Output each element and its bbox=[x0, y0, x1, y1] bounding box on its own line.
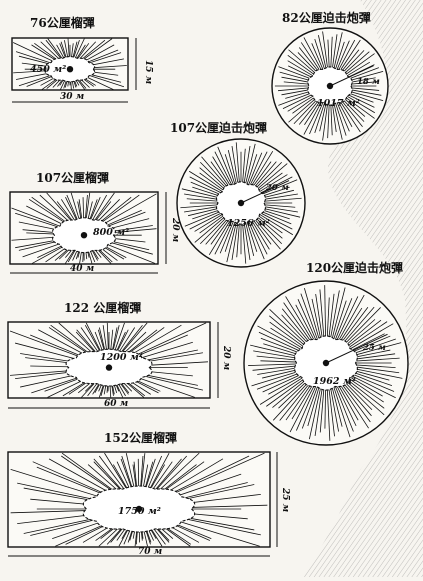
radius-107mm-mortar: 20 м bbox=[265, 183, 289, 193]
width-76mm: 30 м bbox=[60, 92, 85, 102]
width-107mm-howitzer: 40 м bbox=[70, 264, 95, 274]
height-107mm-howitzer: 20 м bbox=[170, 217, 180, 243]
diagram-107mm-mortar: 107公厘迫击炮彈 20 м 1256 м² bbox=[170, 120, 305, 267]
diagram-122mm-howitzer: 122 公厘榴彈 1200 м² 60 м 20 м bbox=[8, 300, 231, 409]
burst-120mm-mortar bbox=[244, 281, 408, 445]
title-76mm: 76公厘榴彈 bbox=[30, 15, 95, 30]
diagram-82mm-mortar: 82公厘迫击炮彈 18 м 1017 м² bbox=[272, 10, 388, 144]
area-76mm: 450 м² bbox=[30, 64, 66, 75]
area-152mm: 1750 м² bbox=[118, 506, 161, 517]
impact-point bbox=[106, 364, 112, 370]
title-152mm: 152公厘榴彈 bbox=[104, 430, 177, 445]
width-152mm: 70 м bbox=[138, 547, 163, 557]
radius-82mm-mortar: 18 м bbox=[357, 77, 380, 87]
burst-152mm bbox=[8, 452, 270, 547]
impact-point bbox=[81, 232, 87, 238]
title-82mm-mortar: 82公厘迫击炮彈 bbox=[282, 10, 371, 25]
title-120mm-mortar: 120公厘迫击炮彈 bbox=[306, 260, 403, 275]
height-152mm: 25 м bbox=[280, 487, 290, 513]
diagram-76mm-howitzer: 76公厘榴彈 450 м² 30 м 15 м bbox=[12, 15, 153, 102]
diagram-120mm-mortar: 120公厘迫击炮彈 25 м 1962 м² bbox=[244, 260, 408, 445]
height-122mm: 20 м bbox=[221, 345, 231, 371]
title-107mm-mortar: 107公厘迫击炮彈 bbox=[170, 120, 267, 135]
area-107mm-mortar: 1256 м² bbox=[227, 218, 270, 229]
title-107mm-howitzer: 107公厘榴彈 bbox=[36, 170, 109, 185]
height-76mm: 15 м bbox=[143, 60, 153, 85]
width-122mm: 60 м bbox=[104, 399, 129, 409]
area-82mm-mortar: 1017 м² bbox=[317, 98, 360, 109]
impact-point bbox=[323, 360, 329, 366]
impact-point bbox=[238, 200, 244, 206]
diagram-107mm-howitzer: 107公厘榴彈 800 м² 40 м 20 м bbox=[10, 170, 180, 274]
area-120mm-mortar: 1962 м² bbox=[313, 376, 356, 387]
area-122mm: 1200 м² bbox=[100, 352, 143, 363]
area-107mm-howitzer: 800 м² bbox=[93, 227, 129, 238]
burst-107mm-mortar bbox=[177, 139, 305, 267]
impact-point bbox=[67, 66, 73, 72]
radius-120mm-mortar: 25 м bbox=[362, 343, 386, 353]
impact-point bbox=[327, 83, 333, 89]
burst-107mm-howitzer bbox=[10, 192, 158, 264]
title-122mm: 122 公厘榴彈 bbox=[64, 300, 141, 315]
diagram-152mm-howitzer: 152公厘榴彈 1750 м² 70 м 25 м bbox=[8, 430, 290, 557]
